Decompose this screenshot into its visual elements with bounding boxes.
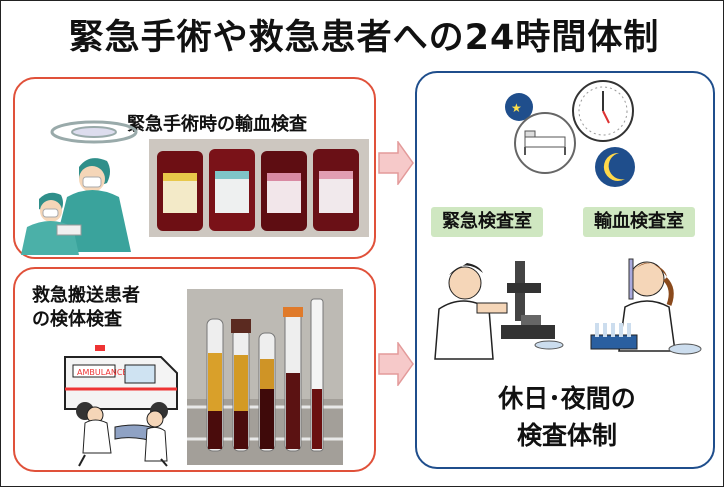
caption-line2: 検査体制 xyxy=(516,421,617,450)
microscope-technician-illustration xyxy=(429,253,569,363)
page-title: 緊急手術や救急患者への24時間体制 xyxy=(68,18,660,58)
tag-transfusion-lab: 輸血検査室 xyxy=(583,207,695,237)
stars-icon: ★ xyxy=(505,93,533,121)
pipette-technician-illustration xyxy=(585,249,709,363)
emergency-label-line2: の検体検査 xyxy=(32,309,122,330)
blood-bag-photo xyxy=(149,139,369,237)
arrow-emergency-to-lab xyxy=(378,342,414,386)
moon-icon xyxy=(595,147,635,187)
night-icons: ★ xyxy=(503,79,643,201)
tag-emergency-lab: 緊急検査室 xyxy=(431,207,543,237)
arrow-surgery-to-lab xyxy=(378,141,414,185)
surgery-panel: 緊急手術時の輸血検査 xyxy=(13,77,376,259)
surgeon-illustration xyxy=(19,107,154,257)
blood-tube-photo xyxy=(187,289,343,465)
night-lab-panel: ★ 緊急検査室 輸血検査室 xyxy=(415,71,715,469)
clock-icon xyxy=(572,80,634,142)
ambulance-text: AMBULANCE xyxy=(77,368,127,377)
emergency-panel: 救急搬送患者 の検体検査 AMBULANCE xyxy=(13,267,376,472)
ambulance-illustration: AMBULANCE xyxy=(55,323,195,468)
bed-icon xyxy=(514,112,576,174)
svg-text:★: ★ xyxy=(511,101,522,115)
emergency-label-line1: 救急搬送患者 xyxy=(32,285,140,306)
caption-line1: 休日･夜間の xyxy=(498,384,636,413)
surgery-label: 緊急手術時の輸血検査 xyxy=(127,114,307,135)
